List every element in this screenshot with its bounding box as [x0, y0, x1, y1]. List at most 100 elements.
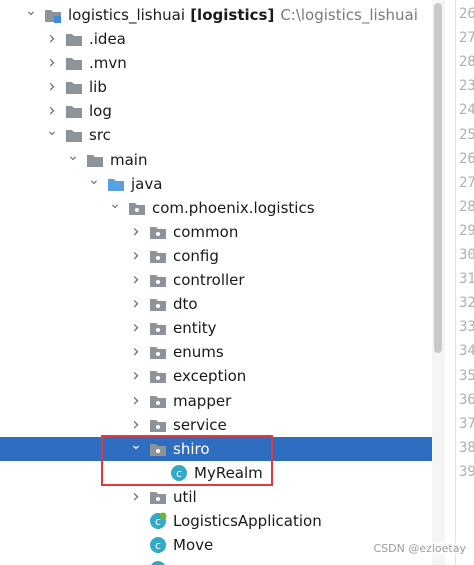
- tree-row-util[interactable]: › util: [0, 485, 445, 509]
- line-number: 33: [459, 319, 474, 336]
- line-number: 36: [459, 391, 474, 408]
- chevron-down-icon[interactable]: ⌄: [88, 171, 100, 188]
- package-icon: [128, 199, 146, 217]
- tree-row-mvn[interactable]: › .mvn: [0, 51, 445, 75]
- package-icon: [149, 319, 167, 337]
- project-tree: ⌄ logistics_lishuai [logistics]C:\logisti…: [0, 3, 445, 565]
- line-number: 26: [459, 150, 474, 167]
- tree-item-label: common: [173, 222, 239, 241]
- line-number: 28: [459, 198, 474, 215]
- tree-row-com-phoenix-logistics[interactable]: ⌄ com.phoenix.logistics: [0, 196, 445, 220]
- tree-row-lib[interactable]: › lib: [0, 75, 445, 99]
- package-icon: [149, 247, 167, 265]
- chevron-right-icon[interactable]: ›: [132, 341, 140, 363]
- line-number: 34: [459, 343, 474, 360]
- tree-row-common[interactable]: › common: [0, 220, 445, 244]
- package-icon: [149, 392, 167, 410]
- folder-icon: [65, 54, 83, 72]
- chevron-down-icon[interactable]: ⌄: [46, 123, 58, 140]
- chevron-right-icon[interactable]: ›: [48, 100, 56, 122]
- tree-item-label: com.phoenix.logistics: [152, 198, 315, 217]
- svg-text:c: c: [176, 467, 182, 480]
- tree-row-exception[interactable]: › exception: [0, 364, 445, 388]
- tree-row-mapper[interactable]: › mapper: [0, 389, 445, 413]
- class-icon: c: [170, 464, 188, 482]
- chevron-down-icon[interactable]: ⌄: [109, 195, 121, 212]
- line-number: 32: [459, 295, 474, 312]
- chevron-right-icon[interactable]: ›: [132, 413, 140, 435]
- package-icon: [149, 416, 167, 434]
- chevron-down-icon[interactable]: ⌄: [67, 147, 79, 164]
- tree-item-label: util: [173, 487, 197, 506]
- chevron-right-icon[interactable]: ›: [48, 76, 56, 98]
- tree-item-label: enums: [173, 343, 224, 362]
- tree-item-label: controller: [173, 271, 245, 290]
- line-number: 37: [459, 415, 474, 432]
- tree-row-entity[interactable]: ›entity: [0, 316, 445, 340]
- line-number: 26: [459, 6, 474, 22]
- tree-item-label: lib: [89, 78, 107, 97]
- package-icon: [149, 488, 167, 506]
- spring-class-icon: c: [149, 512, 167, 530]
- tree-row-src[interactable]: ⌄ src: [0, 123, 445, 147]
- tree-row-item[interactable]: c: [0, 557, 445, 565]
- tree-row-logistics-lishuai[interactable]: ⌄ logistics_lishuai [logistics]C:\logisti…: [0, 3, 445, 27]
- package-icon: [149, 295, 167, 313]
- tree-row-dto[interactable]: ›dto: [0, 292, 445, 316]
- line-number: 25: [459, 126, 474, 143]
- project-folder-icon: [44, 6, 62, 24]
- tree-item-label: src: [89, 126, 111, 145]
- chevron-right-icon[interactable]: ›: [132, 365, 140, 387]
- chevron-right-icon[interactable]: ›: [48, 28, 56, 50]
- chevron-down-icon[interactable]: ⌄: [130, 436, 142, 453]
- tree-row-logisticsapplication[interactable]: c LogisticsApplication: [0, 509, 445, 533]
- tree-row-move[interactable]: c Move: [0, 533, 445, 557]
- line-number: 39: [459, 463, 474, 480]
- tree-item-label: exception: [173, 367, 247, 386]
- tree-item-label: service: [173, 415, 227, 434]
- line-number: 23: [459, 78, 474, 95]
- chevron-right-icon[interactable]: ›: [48, 52, 56, 74]
- package-icon: [149, 367, 167, 385]
- tree-item-label: Move: [173, 536, 214, 555]
- folder-icon: [86, 151, 104, 169]
- tree-item-label: .idea: [89, 30, 126, 49]
- chevron-down-icon[interactable]: ⌄: [25, 3, 37, 19]
- tree-item-label: LogisticsApplication: [173, 511, 322, 530]
- class-icon: c: [149, 536, 167, 554]
- svg-text:c: c: [155, 515, 161, 528]
- folder-icon: [65, 102, 83, 120]
- tree-row-controller[interactable]: › controller: [0, 268, 445, 292]
- tree-item-label: mapper: [173, 391, 232, 410]
- folder-icon: [65, 30, 83, 48]
- tree-item-label: shiro: [173, 439, 210, 458]
- package-icon: [149, 271, 167, 289]
- tree-row-log[interactable]: ›log: [0, 99, 445, 123]
- chevron-right-icon[interactable]: ›: [132, 485, 140, 507]
- chevron-right-icon[interactable]: ›: [132, 220, 140, 242]
- tree-row-enums[interactable]: › enums: [0, 340, 445, 364]
- tree-row-java[interactable]: ⌄java: [0, 172, 445, 196]
- tree-row-shiro[interactable]: ⌄ shiro: [0, 436, 445, 461]
- chevron-right-icon[interactable]: ›: [132, 293, 140, 315]
- line-number: 35: [459, 367, 474, 384]
- watermark-text: CSDN @ezioetay: [373, 542, 466, 555]
- tree-row-service[interactable]: › service: [0, 413, 445, 437]
- tree-row-config[interactable]: ›config: [0, 244, 445, 268]
- chevron-right-icon[interactable]: ›: [132, 244, 140, 266]
- folder-icon: [65, 126, 83, 144]
- chevron-right-icon[interactable]: ›: [132, 269, 140, 291]
- chevron-right-icon[interactable]: ›: [132, 389, 140, 411]
- tree-row-main[interactable]: ⌄main: [0, 148, 445, 172]
- chevron-right-icon[interactable]: ›: [132, 317, 140, 339]
- vertical-scrollbar-thumb[interactable]: [434, 3, 442, 353]
- line-number: 31: [459, 271, 474, 288]
- project-root-label: logistics_lishuai [logistics]C:\logistic…: [68, 3, 418, 27]
- class-icon: c: [149, 560, 167, 565]
- tree-row-idea[interactable]: › .idea: [0, 27, 445, 51]
- line-number: 29: [459, 222, 474, 239]
- line-number: 24: [459, 102, 474, 119]
- tree-item-label: .mvn: [89, 54, 127, 73]
